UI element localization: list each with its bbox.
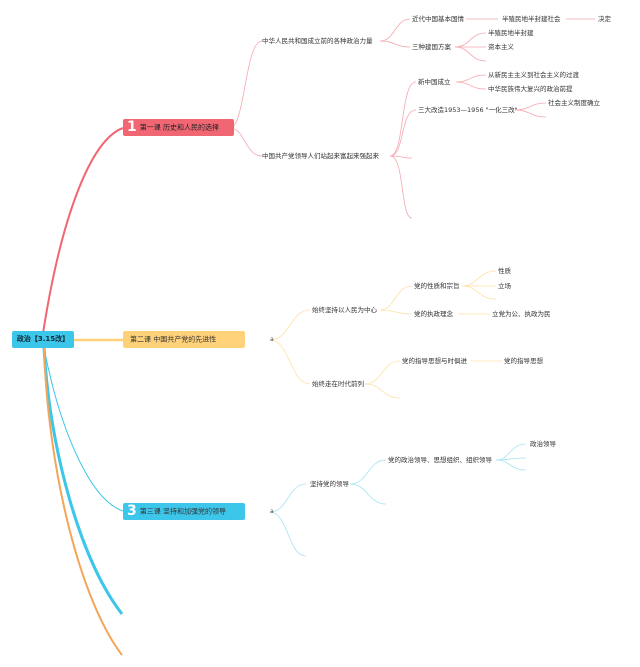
connector-g1-h5 [455,74,487,83]
connector-c2-g4 [389,155,413,219]
connector-g2-h2 [454,32,487,48]
topic-node[interactable]: 三大改造1953—1956 "一化三改" [418,106,518,114]
topic-node[interactable]: 半殖民地半封建 [488,29,534,37]
connector-g9-h14 [495,443,527,461]
topic-node[interactable]: 立党为公、执政为民 [492,310,551,318]
topic-node[interactable]: 中国共产党领导人们站起来富起来强起来 [262,152,379,160]
connector-g2-h7 [514,102,547,111]
connector-c2-g8 [364,383,401,399]
connector-b1-c2 [229,127,263,157]
branch-number-badge: 3 [127,503,137,519]
topic-node[interactable]: 党的性质和宗旨 [414,282,460,290]
connector-c2-g7 [364,360,401,385]
topic-node[interactable]: 性质 [498,267,511,275]
topic-node[interactable]: 始终坚持以人民为中心 [312,306,377,314]
connector-c1-g6 [379,309,413,315]
topic-node[interactable]: 政治领导 [530,440,556,448]
topic-node[interactable]: 半殖民地半封建社会 [502,15,561,23]
connector-g2-h4 [454,46,487,62]
collapse-toggle[interactable]: a [270,336,274,343]
connector-c2-g2 [389,109,417,157]
connector-b3-c2 [269,511,307,557]
topic-node[interactable]: 新中国成立 [418,78,451,86]
branch-label: 第一课 历史和人民的选择 [139,123,219,132]
branch-label: 第三课 坚持和加强党的领导 [139,507,226,516]
connector-c1-g5 [379,285,413,311]
connector-g1-h6 [455,81,487,90]
topic-node[interactable]: 党的政治领导、思想组织、组织领导 [388,456,492,464]
topic-node[interactable]: 近代中国基本国情 [412,15,464,23]
connector-c1-g1 [379,18,411,42]
connector-g5-h11 [461,285,497,300]
connector-c2-g3 [389,155,413,159]
root-node[interactable]: 政治【3.15改】 [12,331,74,348]
connector-root-branch1 [41,127,124,341]
connector-root-branch3 [43,347,124,512]
connector-c2-g1 [389,81,417,157]
topic-node[interactable]: 从新民主主义到社会主义的过渡 [488,71,579,79]
collapse-toggle[interactable]: a [270,508,274,515]
topic-node[interactable]: 资本主义 [488,43,514,51]
connector-root-extra-orange [43,347,123,656]
connector-c1-g9 [349,459,387,485]
connector-b3-c1 [269,483,307,513]
topic-node[interactable]: 党的指导思想 [504,357,543,365]
topic-node[interactable]: 社会主义制度确立 [548,99,600,107]
branch-number-badge: 1 [127,119,137,135]
connector-c1-g10 [349,483,387,505]
connector-g5-h9 [461,270,497,287]
connector-b2-c1 [269,309,311,341]
connector-b1-c1 [229,40,263,129]
topic-node[interactable]: 中华民族伟大复兴的政治前提 [488,85,573,93]
topic-node[interactable]: 党的指导思想与时俱进 [402,357,467,365]
connector-root-extra-blue [42,347,124,615]
connector-g2-h8 [514,109,547,118]
connector-c1-g2 [379,40,411,48]
topic-node[interactable]: 党的执政理念 [414,310,453,318]
branch-node-lesson2[interactable]: 第二课 中国共产党的先进性 [123,331,245,348]
topic-node[interactable]: 始终走在时代前列 [312,380,364,388]
connector-b2-c2 [269,339,311,385]
connector-g9-h16 [495,459,527,471]
branch-label: 第二课 中国共产党的先进性 [130,335,217,344]
topic-node[interactable]: 三种建国方案 [412,43,451,51]
topic-node[interactable]: 立场 [498,282,511,290]
topic-node[interactable]: 决定 [598,15,611,23]
topic-node[interactable]: 坚持党的领导 [310,480,349,488]
topic-node[interactable]: 中华人民共和国成立前的各种政治力量 [262,37,373,45]
